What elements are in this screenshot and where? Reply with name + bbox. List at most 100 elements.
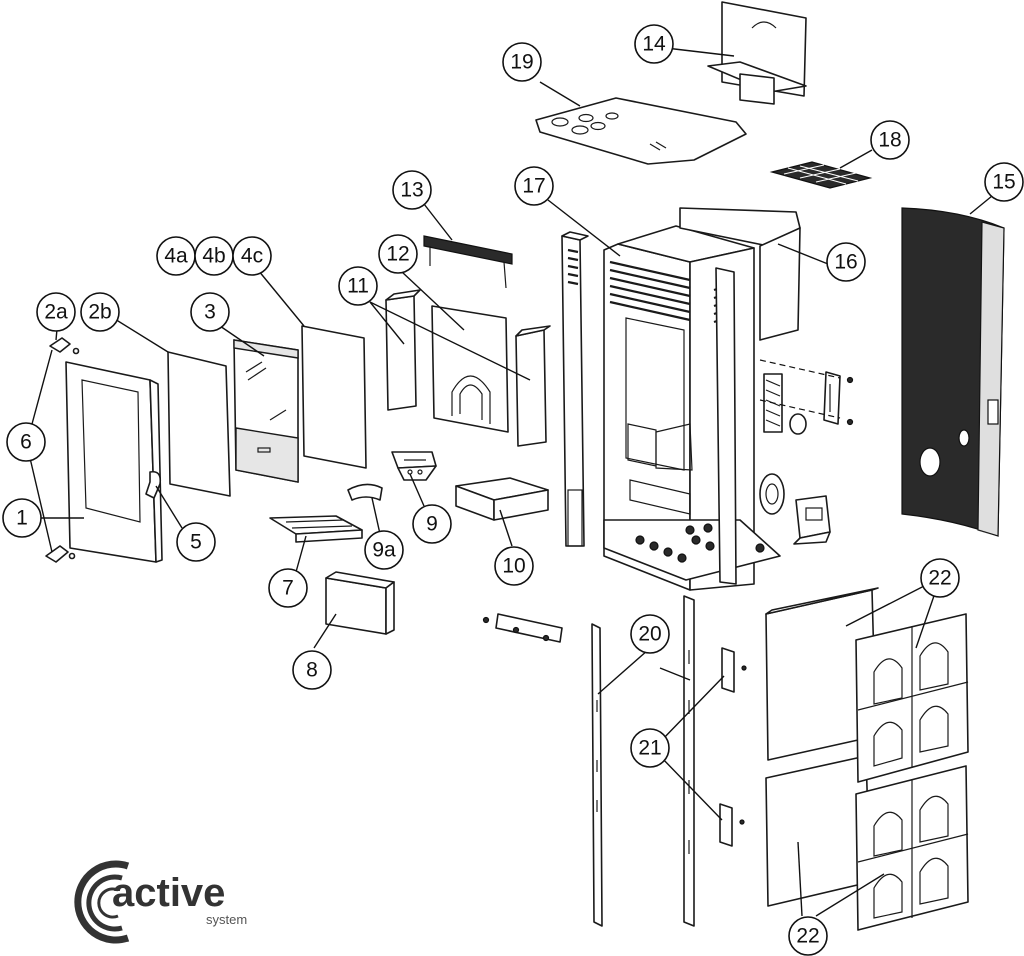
callout-4a: 4a: [156, 236, 196, 276]
deflector-9a-part: [347, 483, 383, 501]
tile-plain-bottom-part: [765, 755, 871, 907]
callout-circle: [788, 916, 828, 956]
callout-circle: [502, 42, 542, 82]
side-brick-right-part: [515, 325, 551, 447]
callout-4c: 4c: [232, 236, 272, 276]
callout-circle: [364, 530, 404, 570]
callout-9: 9: [412, 504, 452, 544]
callout-label: 14: [642, 33, 666, 56]
callout-circle: [870, 120, 910, 160]
callout-17: 17: [514, 166, 554, 206]
control-panel-part: [793, 495, 831, 545]
callout-19: 19: [502, 42, 542, 82]
callout-13: 13: [392, 170, 432, 210]
callout-label: 9: [426, 513, 438, 536]
callout-5: 5: [176, 522, 216, 562]
ash-grate-part: [269, 515, 363, 543]
callout-label: 7: [282, 577, 294, 600]
callout-label: 10: [502, 555, 525, 578]
callout-label: 2a: [44, 301, 68, 324]
door-handle-part: [145, 470, 162, 499]
callout-label: 12: [386, 243, 409, 266]
bracket-part: [823, 371, 854, 426]
callout-21: 21: [630, 728, 670, 768]
callout-circle: [80, 292, 120, 332]
callout-circle: [630, 728, 670, 768]
callout-label: 4b: [202, 245, 225, 268]
callout-circle: [36, 292, 76, 332]
callout-label: 4c: [241, 245, 263, 268]
callout-label: 8: [306, 659, 318, 682]
callout-label: 3: [204, 301, 216, 324]
top-cover-part: [707, 1, 807, 105]
callout-22: 22: [920, 558, 960, 598]
glass-panel-2b-part: [167, 351, 231, 497]
callout-label: 21: [638, 737, 661, 760]
callout-label: 6: [20, 431, 32, 454]
door-frame-part: [65, 361, 163, 563]
callout-circle: [630, 614, 670, 654]
callout-label: 2b: [88, 301, 111, 324]
callout-label: 20: [638, 623, 661, 646]
callout-18: 18: [870, 120, 910, 160]
callout-label: 18: [878, 129, 901, 152]
callout-circle: [232, 236, 272, 276]
callout-circle: [826, 242, 866, 282]
callout-2a: 2a: [36, 292, 76, 332]
callout-11: 11: [338, 266, 378, 306]
bracket-21-top-part: [721, 647, 747, 693]
hinge-strip-part: [482, 613, 563, 643]
stove-body-part: [561, 207, 807, 591]
callout-circle: [920, 558, 960, 598]
back-plate-part: [431, 305, 509, 433]
active-system-logo: active system: [74, 860, 247, 944]
callout-1: 1: [2, 498, 42, 538]
callout-label: 1: [16, 507, 28, 530]
logo-word: active: [112, 871, 225, 915]
callout-label: 11: [347, 275, 369, 298]
callout-label: 22: [928, 567, 951, 590]
callout-3: 3: [190, 292, 230, 332]
callout-15: 15: [984, 162, 1024, 202]
callout-label: 16: [834, 251, 857, 274]
callout-label: 17: [522, 175, 545, 198]
callout-circle: [392, 170, 432, 210]
burner-pot-part: [391, 451, 437, 481]
callout-circle: [292, 650, 332, 690]
callout-8: 8: [292, 650, 332, 690]
callout-label: 15: [992, 171, 1015, 194]
logo-subtitle: system: [206, 912, 247, 927]
callout-label: 22: [796, 925, 819, 948]
callout-circle: [268, 568, 308, 608]
callout-14: 14: [634, 24, 674, 64]
grille-part: [769, 161, 873, 189]
side-rail-left-part: [591, 623, 603, 927]
callout-circle: [190, 292, 230, 332]
callout-label: 13: [400, 179, 423, 202]
callout-circle: [412, 504, 452, 544]
callout-22b: 22: [788, 916, 828, 956]
glass-panel-4c-part: [301, 325, 367, 469]
callout-12: 12: [378, 234, 418, 274]
hinge-bottom-part: [45, 545, 76, 563]
callout-6: 6: [6, 422, 46, 462]
callout-layer: 1 2a 2b 3 4a 4b 4c 5 6 7 8 9 9a 10 11 12 13 14 15 16 17 18 19 2…: [2, 24, 1024, 956]
callout-20: 20: [630, 614, 670, 654]
callout-7: 7: [268, 568, 308, 608]
callout-label: 5: [190, 531, 202, 554]
side-panel-part: [901, 207, 1005, 537]
firebox-base-part: [455, 477, 549, 521]
callout-4b: 4b: [194, 236, 234, 276]
callout-label: 19: [510, 51, 533, 74]
callout-circle: [634, 24, 674, 64]
top-plate-part: [535, 97, 747, 165]
callout-label: 9a: [372, 539, 396, 562]
leader-lines: [29, 47, 993, 917]
side-brick-left-part: [385, 289, 421, 411]
callout-circle: [514, 166, 554, 206]
ash-box-part: [325, 571, 395, 635]
callout-circle: [338, 266, 378, 306]
callout-9a: 9a: [364, 530, 404, 570]
callout-circle: [378, 234, 418, 274]
bracket-21-bottom-part: [719, 803, 745, 847]
